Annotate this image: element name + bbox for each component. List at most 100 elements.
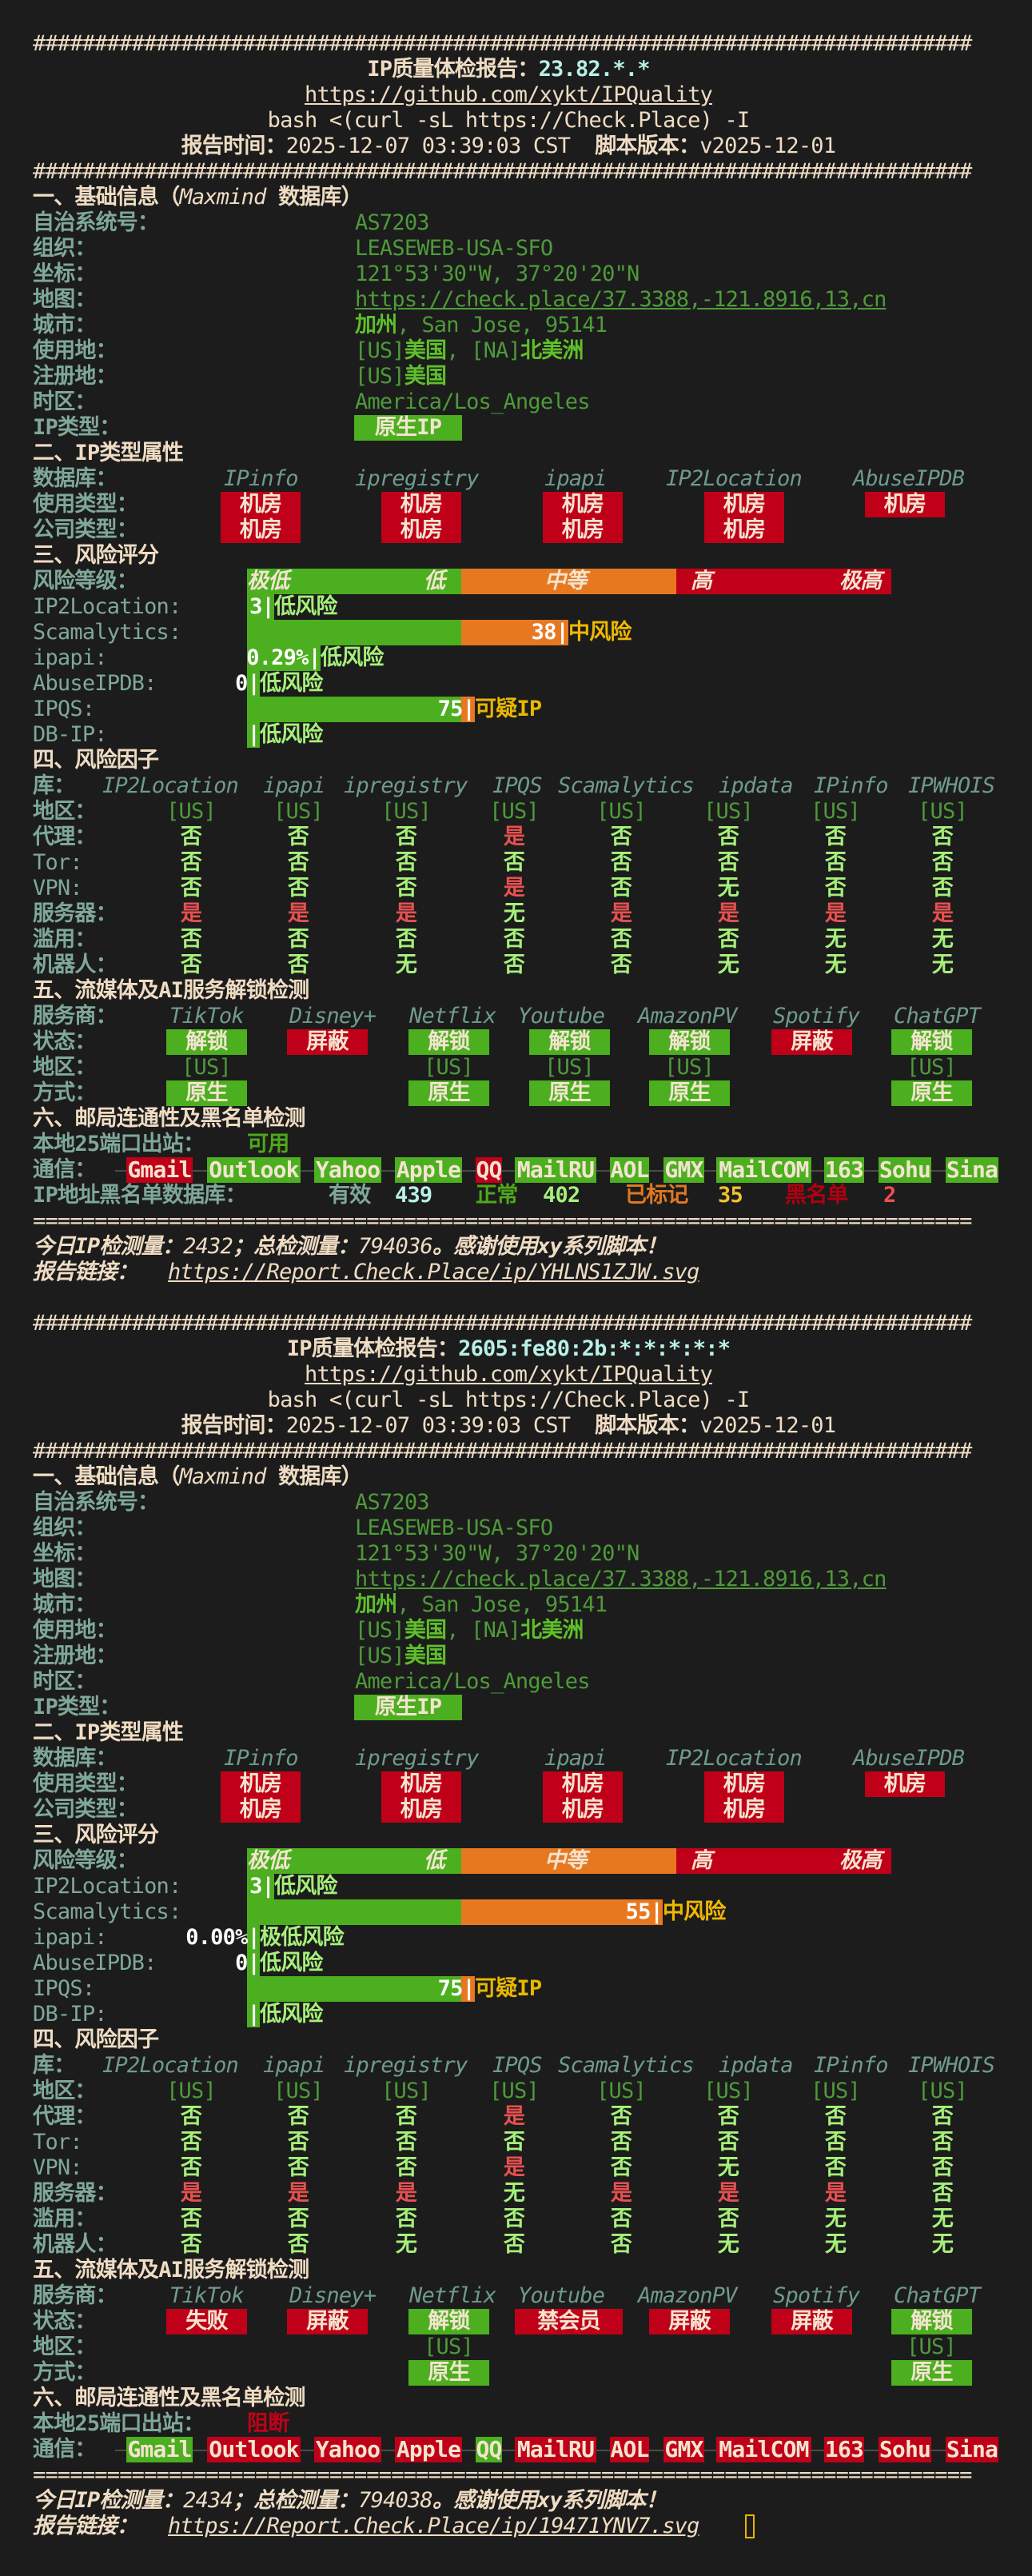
risk-level-label: 风险等级： [33, 569, 138, 593]
factor-label: 代理： [33, 825, 96, 849]
mail-provider-badge: Yahoo [314, 1156, 381, 1183]
basic-info-row: 坐标：121°53'30"W, 37°20'20"N [0, 262, 1032, 287]
mail-provider-badge: Sohu [879, 2436, 931, 2462]
factor-db-name: IPQS [492, 773, 543, 798]
info-value-part: 加州 [355, 313, 397, 337]
risk-scale-low [247, 569, 461, 594]
service-region: [US] [906, 2334, 957, 2359]
mail-provider-badge: QQ [476, 2436, 502, 2462]
report-link-url[interactable]: https://Report.Check.Place/ip/19471YNV7.… [168, 2514, 699, 2538]
factor-value: 否 [287, 2104, 309, 2129]
report-link-url[interactable]: https://Report.Check.Place/ip/YHLNS1ZJW.… [168, 1260, 699, 1284]
factor-value: 否 [395, 2155, 417, 2180]
service-label: 服务商： [33, 2283, 118, 2308]
risk-level-text: 低风险 [274, 594, 337, 619]
info-value-part: America/Los_Angeles [355, 1669, 590, 1694]
factor-value: 是 [503, 876, 525, 901]
info-value-part: , San Jose, 95141 [396, 1592, 608, 1617]
factor-db-name: IPWHOIS [908, 2053, 995, 2078]
ip-type-badge: 原生IP [354, 1695, 462, 1720]
factor-value: [US] [166, 799, 217, 824]
info-label: 注册地： [33, 364, 118, 389]
factor-value: 否 [931, 2104, 954, 2129]
usage-stats-part: 794038 [358, 2488, 433, 2513]
info-value-part: [US] [355, 1618, 405, 1643]
info-label: 坐标： [33, 262, 96, 286]
section-factors-title: 四、风险因子 [33, 748, 159, 773]
factor-value: 是 [824, 2181, 847, 2206]
factor-row: 地区：[US][US][US][US][US][US][US][US] [0, 2079, 1032, 2104]
factor-label: 滥用： [33, 927, 96, 952]
mail-provider-badge: AOL [610, 2436, 649, 2462]
info-value[interactable]: https://check.place/37.3388,-121.8916,13… [355, 1567, 887, 1592]
info-value: [US]美国, [NA]北美洲 [355, 1618, 584, 1643]
info-value-part: AS7203 [355, 210, 430, 235]
unlock-status-badge: 屏蔽 [287, 2309, 368, 2334]
info-value-part[interactable]: https://check.place/37.3388,-121.8916,13… [355, 1567, 887, 1592]
factor-value: 否 [824, 850, 847, 875]
section-basic-title-part: 一、基础信息（ [33, 1464, 180, 1489]
factor-row: Tor:否否否否否否否否 [0, 2130, 1032, 2155]
port25-label: 本地25端口出站： [33, 2411, 205, 2436]
mail-label: 通信： [33, 2437, 96, 2462]
usage-stats-part: 。感谢使用xy系列脚本！ [432, 2488, 667, 2513]
risk-score-row: ipapi:0.29%低风险 [0, 645, 1032, 671]
factor-db-name: ipdata [719, 773, 794, 798]
risk-score-row: Scamalytics:38中风险 [0, 620, 1032, 645]
risk-level-label: 风险等级： [33, 1848, 138, 1873]
section-factors-title: 四、风险因子 [33, 2027, 159, 2052]
mail-provider-badge: 163 [824, 2436, 864, 2462]
unlock-status-badge: 失败 [166, 2309, 247, 2334]
unlock-status-badge: 屏蔽 [649, 2309, 730, 2334]
command-line: bash <(curl -sL https://Check.Place) -I [0, 108, 1032, 134]
factor-value: [US] [381, 2079, 432, 2103]
factor-value: 否 [610, 2130, 632, 2155]
db-name: AbuseIPDB [853, 1746, 965, 1771]
info-value-part: , San Jose, 95141 [396, 313, 608, 337]
usage-stats-part: 。感谢使用xy系列脚本！ [432, 1234, 667, 1259]
info-value-part[interactable]: https://check.place/37.3388,-121.8916,13… [355, 287, 887, 312]
usage-type-badge: 机房 [221, 492, 301, 517]
db-label: 数据库： [33, 1746, 118, 1771]
method-label: 方式： [33, 1080, 96, 1105]
report-title-label: IP质量体检报告： [286, 1336, 459, 1361]
equals-separator: ========================================… [33, 2462, 972, 2487]
risk-source-label: DB-IP: [33, 2002, 108, 2027]
service-region: [US] [181, 1055, 232, 1080]
repo-url-link[interactable]: https://github.com/xykt/IPQuality [304, 1362, 713, 1387]
factor-value: [US] [489, 799, 540, 824]
service-name: TikTok [169, 1004, 245, 1028]
factor-value: 否 [180, 953, 202, 977]
factor-value: 无 [503, 901, 525, 926]
risk-level-name: 中等 [544, 569, 587, 593]
script-version-label: 脚本版本： [595, 1413, 700, 1438]
info-value[interactable]: https://check.place/37.3388,-121.8916,13… [355, 287, 887, 313]
factor-value: 无 [395, 953, 417, 977]
factor-value: 无 [931, 927, 954, 952]
region-row: 地区：[US][US] [0, 2334, 1032, 2360]
info-value-part: America/Los_Angeles [355, 389, 590, 414]
hash-separator: ########################################… [33, 1439, 972, 1464]
usage-type-label: 使用类型： [33, 1771, 138, 1796]
risk-level-row: 风险等级：极低低中等高极高 [0, 569, 1032, 594]
info-label: 自治系统号： [33, 210, 159, 235]
factor-db-name: Scamalytics [558, 2053, 695, 2078]
status-label: 状态： [33, 2309, 96, 2334]
factor-value: 否 [503, 2232, 525, 2257]
factor-row: 服务器：是是是无是是是是 [0, 901, 1032, 927]
factor-db-label: 库： [33, 773, 75, 798]
factor-db-name: ipdata [719, 2053, 794, 2078]
blacklist-count: 439 [395, 1183, 432, 1208]
section-mail: 六、邮局连通性及黑名单检测 [0, 2386, 1032, 2411]
service-name: Spotify [773, 2283, 860, 2308]
factor-value: 否 [610, 825, 632, 849]
risk-level-text: 可疑IP [475, 1976, 542, 2001]
repo-url-link[interactable]: https://github.com/xykt/IPQuality [304, 82, 713, 107]
factor-value: [US] [596, 799, 647, 824]
mail-provider-badge: GMX [663, 2436, 704, 2462]
section-type: 二、IP类型属性 [0, 1720, 1032, 1746]
